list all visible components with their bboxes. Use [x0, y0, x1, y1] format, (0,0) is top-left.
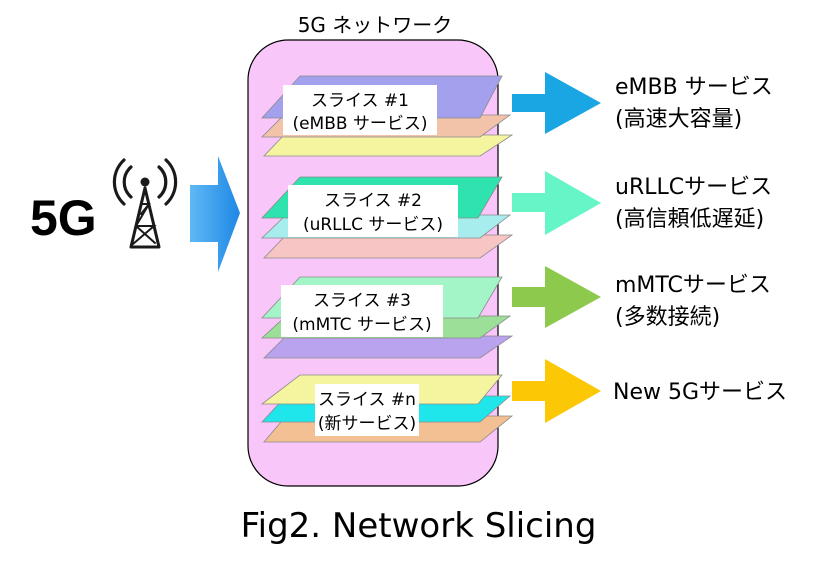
slice-layer: [263, 234, 514, 259]
slice-label-line2: (eMBB サービス): [292, 114, 427, 134]
slice-n: スライス #n (新サービス): [260, 374, 514, 443]
service-1-line2: (高速大容量): [615, 107, 742, 132]
output-arrow-3: [512, 266, 601, 328]
service-4-line1: New 5Gサービス: [613, 380, 787, 405]
slice-label-line1: スライス #1: [311, 91, 409, 111]
slice-label-line1: スライス #2: [324, 191, 422, 211]
output-arrow-4: [512, 359, 601, 423]
slice-label-line2: (mMTC サービス): [292, 315, 431, 335]
output-arrow-2: [512, 171, 601, 235]
slice-label-line1: スライス #3: [313, 291, 411, 311]
slice-label-box: [281, 285, 443, 337]
slice-2: スライス #2 (uRLLC サービス): [261, 176, 514, 259]
figure-caption: Fig2. Network Slicing: [240, 506, 597, 546]
slice-label-box: [288, 185, 458, 237]
slice-3: スライス #3 (mMTC サービス): [260, 276, 514, 359]
slice-layer: [263, 134, 514, 157]
output-arrow-1: [512, 72, 601, 134]
service-2-line1: uRLLCサービス: [615, 175, 772, 200]
service-1-line1: eMBB サービス: [615, 75, 773, 100]
input-arrow: [190, 156, 240, 272]
slice-label-line1: スライス #n: [318, 390, 416, 410]
antenna-tower-icon: [112, 158, 178, 249]
slice-label-line2: (uRLLC サービス): [303, 215, 443, 235]
network-title: 5G ネットワーク: [298, 13, 453, 37]
service-2-line2: (高信頼低遅延): [615, 207, 764, 232]
slice-label-box: [315, 384, 419, 436]
service-3-line1: mMTCサービス: [615, 273, 771, 298]
slice-1: スライス #1 (eMBB サービス): [261, 75, 514, 157]
slice-label-box: [283, 85, 437, 135]
slice-label-line2: (新サービス): [318, 414, 416, 434]
source-label: 5G: [30, 190, 97, 246]
slice-layer: [263, 335, 514, 359]
service-3-line2: (多数接続): [615, 305, 720, 330]
